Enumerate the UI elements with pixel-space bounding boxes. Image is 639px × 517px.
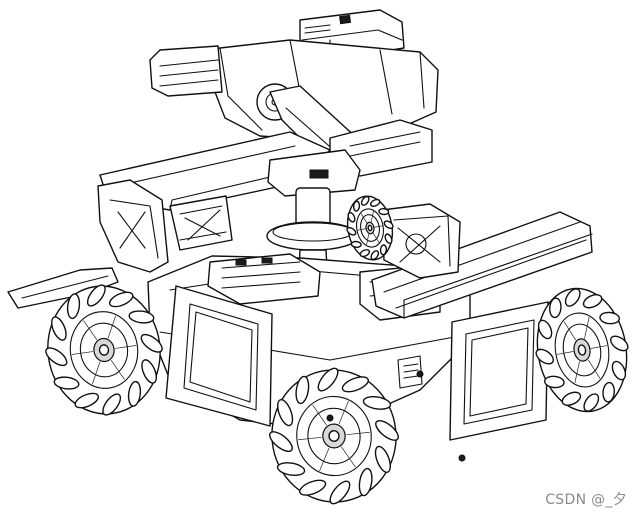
wheel-roller [379,244,388,256]
wheel-roller [140,333,163,353]
detail-bolts [326,355,466,462]
wheel-roller [358,467,373,497]
wheel-roller [384,233,393,244]
wheel-roller [535,348,554,365]
wheel-roller [352,200,361,212]
wheel-roller [102,393,122,416]
wheel-roller [359,249,371,258]
wheel-roller [317,367,339,392]
wheel-rear-left [346,195,394,261]
wheel-roller [341,376,369,393]
wheel-roller [610,335,629,352]
wheel-roller [370,250,380,261]
armor-front-right [449,301,549,441]
wheel-roller [108,291,134,308]
mecanum-wheels [45,195,629,505]
wheel-roller [74,392,100,409]
wheel-roller [537,319,553,340]
wheel-roller [350,240,362,248]
wheel-roller [544,375,565,389]
blaster-assembly [149,9,439,177]
wheel-roller [602,381,615,403]
wheel-front-right [269,367,399,505]
wheel-roller [128,310,155,324]
wheel-roller [66,293,81,320]
wheel-roller [277,398,294,427]
wheel-roller [383,220,394,230]
wheel-roller [549,297,562,319]
wheel-roller [299,479,327,496]
wheel-roller [346,226,357,236]
wheel-roller [599,311,620,325]
gimbal-frame [99,131,361,211]
wheel-roller [561,391,582,406]
wheel-roller [347,212,356,223]
wheel-roller [378,208,390,216]
wheel-roller [127,380,142,407]
wheel-roller [51,316,67,341]
wheel-roller [86,284,106,307]
wheel-roller [375,419,399,441]
wheel-roller [360,195,370,206]
wheel-roller [45,347,68,367]
right-bumper-bar [371,211,593,319]
wheel-roller [582,294,603,309]
wheel-roller [295,375,310,405]
wheel-roller [362,396,392,410]
wheel-roller [329,480,351,505]
wheel-roller [564,288,581,307]
wheel-roller [611,360,627,381]
wheel-rear-right [535,287,629,413]
wheel-roller [583,393,600,412]
armor-front-left [165,285,273,427]
left-skid [7,267,119,309]
wheel-front-left [45,284,163,416]
left-truss [97,179,233,273]
watermark-text: CSDN @_夕 [545,492,627,508]
wheel-roller [374,445,391,474]
wheel-roller [53,376,80,390]
wheel-roller [369,198,381,207]
wheel-roller [276,462,306,476]
right-truss [381,203,461,279]
wheel-roller [141,359,157,384]
wheel-roller [269,431,293,453]
